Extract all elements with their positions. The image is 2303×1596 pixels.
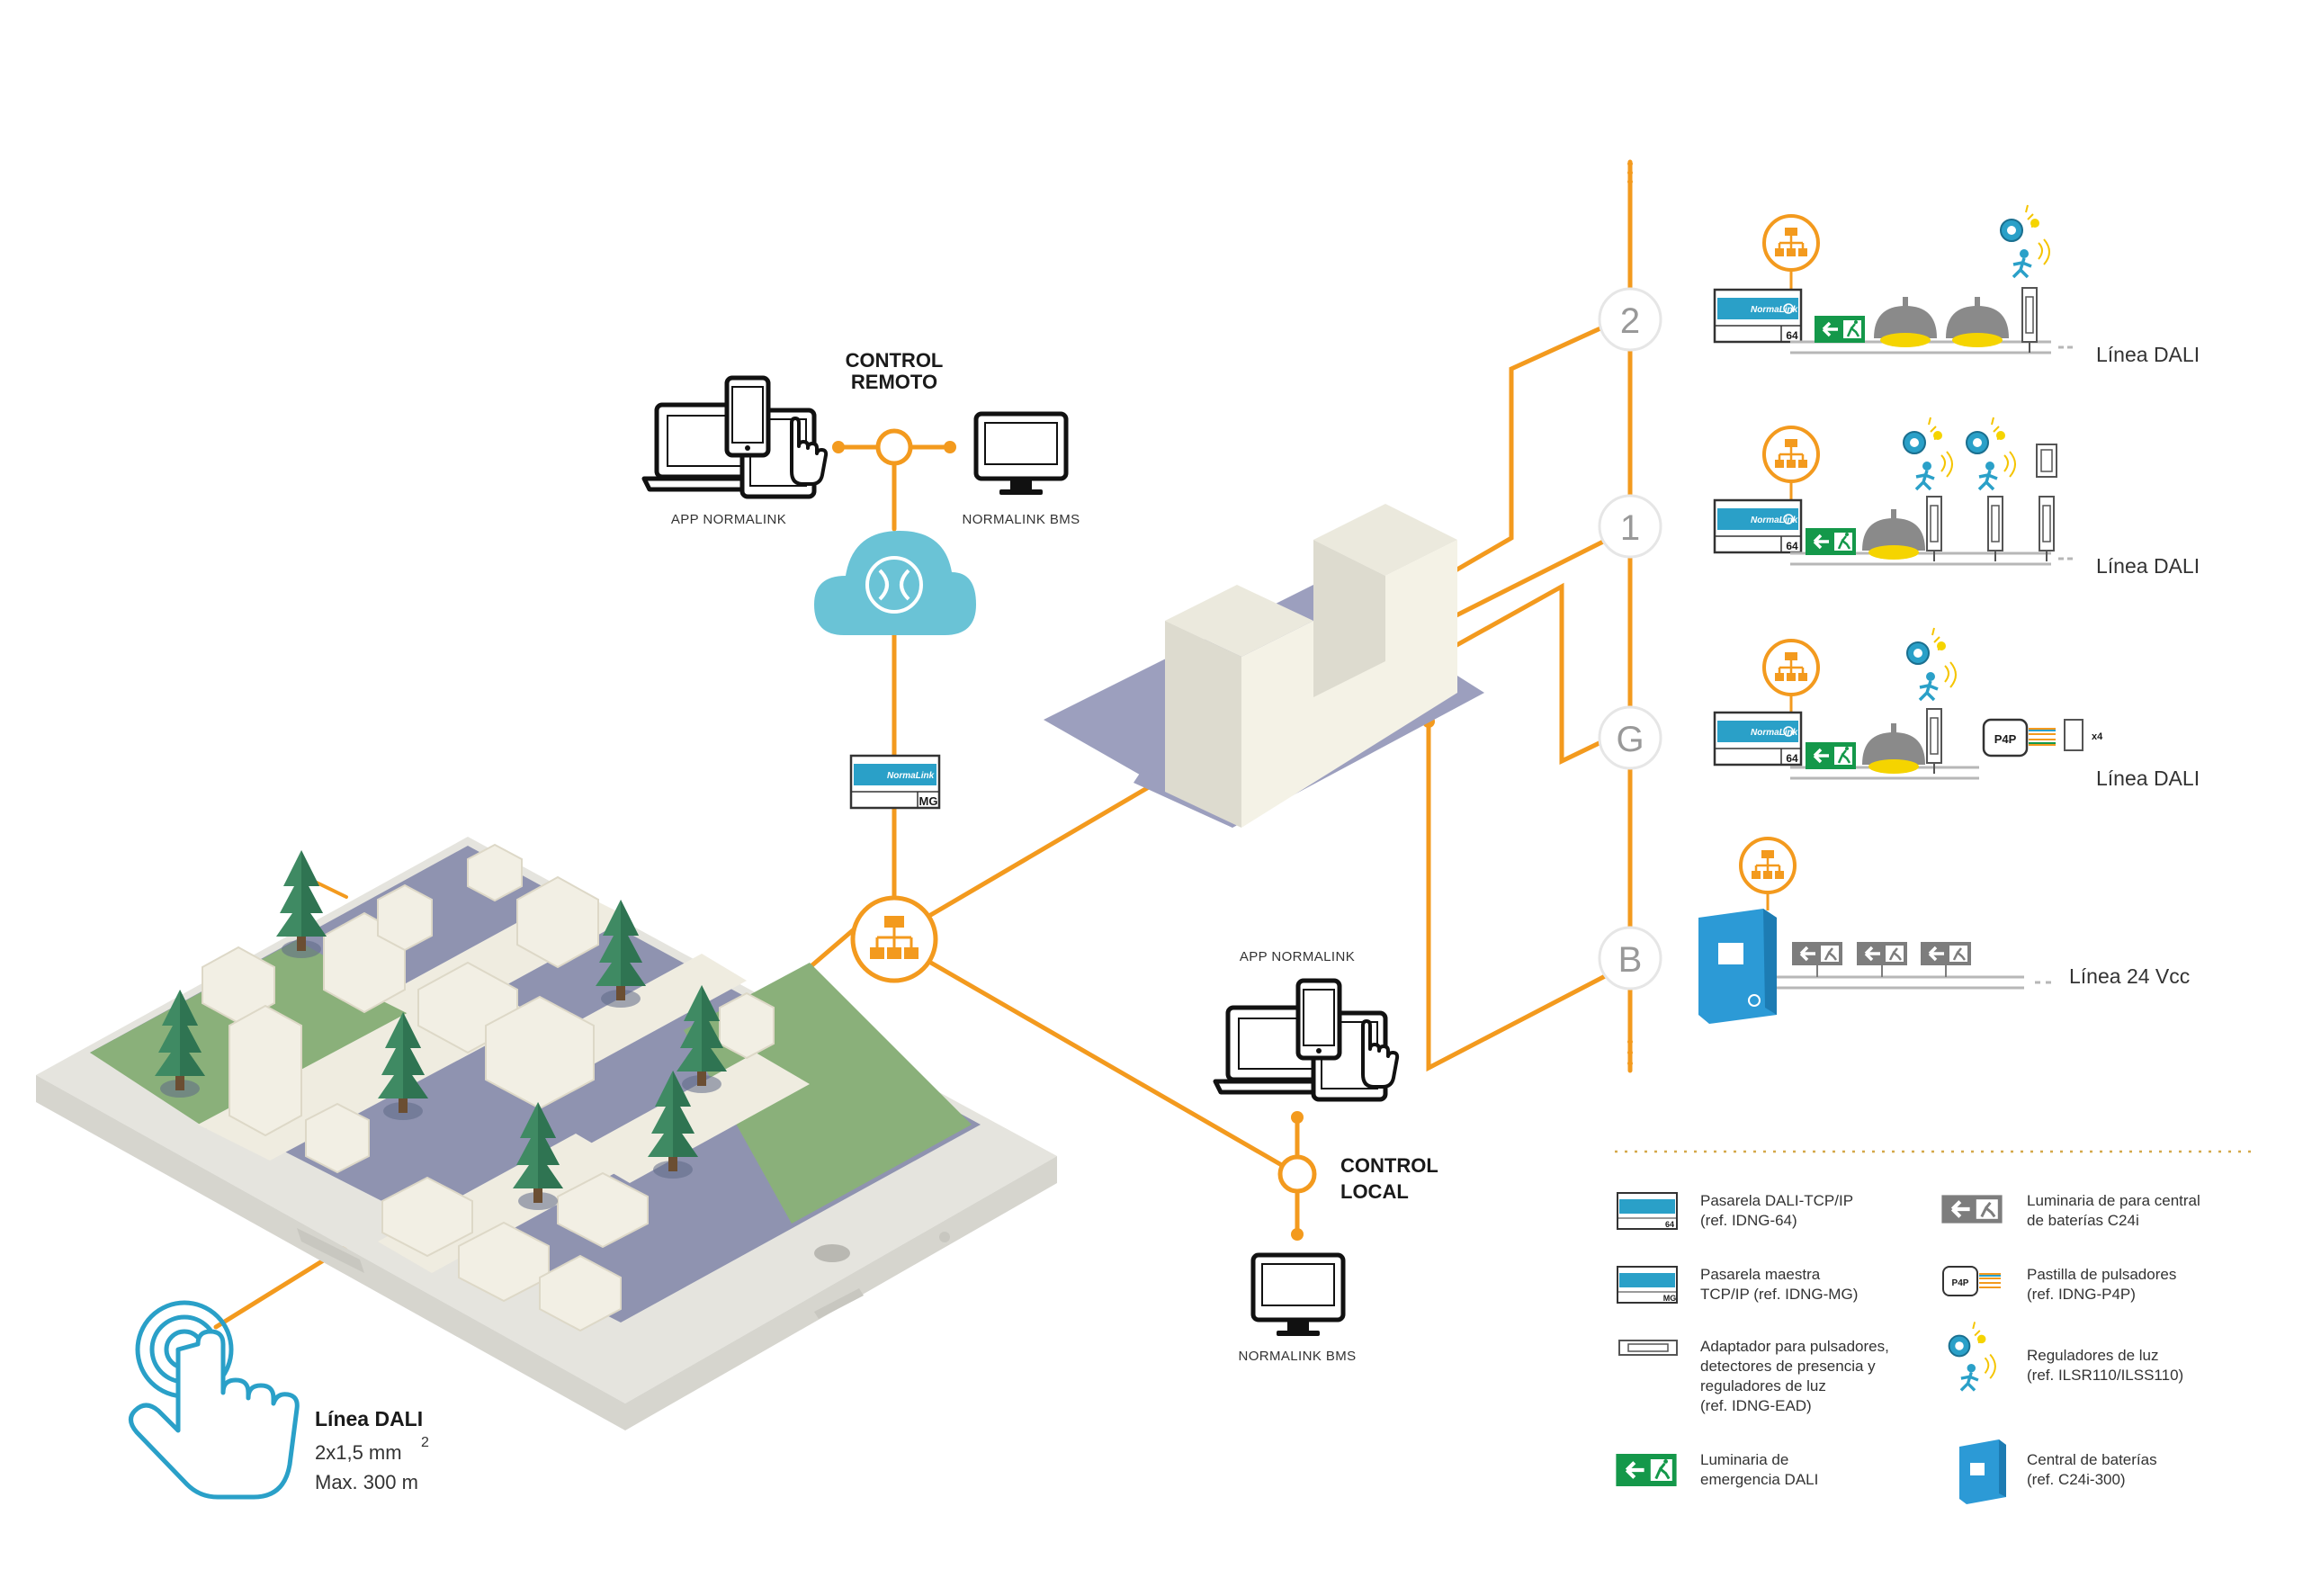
legend-regulator-icon bbox=[1947, 1320, 1997, 1393]
connection-lines bbox=[213, 159, 1633, 1330]
local-title-line2: LOCAL bbox=[1340, 1180, 1409, 1203]
floor-marker-2 bbox=[1598, 287, 1662, 352]
legend-exit-sign-icon bbox=[1616, 1454, 1676, 1486]
floor1-feed bbox=[1425, 535, 1613, 632]
svg-text:64: 64 bbox=[1786, 752, 1798, 765]
floor-marker-g bbox=[1598, 705, 1662, 770]
svg-text:P4P: P4P bbox=[1952, 1278, 1969, 1288]
legend-7-line2: (ref. C24i-300) bbox=[2027, 1471, 2126, 1488]
dali-line-info: Línea DALI 2x1,5 mm 2 Max. 300 m bbox=[315, 1407, 429, 1493]
floorG-feed bbox=[1425, 582, 1613, 765]
p4p-module: P4P x4 bbox=[1982, 718, 2103, 758]
floor-label-1: 1 bbox=[1620, 508, 1640, 548]
floor-label-g: G bbox=[1616, 720, 1644, 759]
dali-info-spec: 2x1,5 mm bbox=[315, 1441, 402, 1464]
local-bms-monitor-icon bbox=[1253, 1255, 1343, 1336]
building-illustration bbox=[1044, 504, 1484, 828]
floor-label-2: 2 bbox=[1620, 301, 1640, 341]
master-gateway-icon: NormaLink MG bbox=[849, 754, 941, 810]
floor2-feed bbox=[1425, 321, 1613, 589]
svg-text:x4: x4 bbox=[2092, 731, 2103, 742]
svg-text:MG: MG bbox=[1663, 1294, 1677, 1303]
legend: 64 Pasarela DALI-TCP/IP (ref. IDNG-64) M… bbox=[1615, 1150, 2258, 1504]
legend-1-line2: TCP/IP (ref. IDNG-MG) bbox=[1700, 1286, 1858, 1303]
floor-row-g: G 64 P4P x4 Línea DALI bbox=[1598, 626, 2200, 790]
cloud-icon bbox=[814, 531, 976, 635]
tablet-city-illustration bbox=[36, 837, 1057, 1430]
local-control-group: APP NORMALINK CONTROL LOCAL NORMALINK BM… bbox=[1215, 949, 1438, 1364]
local-bms-label: NORMALINK BMS bbox=[1238, 1349, 1356, 1364]
master-gateway-badge: MG bbox=[919, 794, 938, 808]
svg-text:64: 64 bbox=[1786, 329, 1798, 342]
local-app-label: APP NORMALINK bbox=[1240, 949, 1355, 964]
floor-row-2: 2 64 Línea DALI bbox=[1598, 203, 2200, 366]
legend-5-line2: (ref. IDNG-P4P) bbox=[2027, 1286, 2136, 1303]
legend-0-line2: (ref. IDNG-64) bbox=[1700, 1212, 1797, 1229]
dali-tcp-gateway-icon-2: 64 bbox=[1713, 288, 1803, 344]
remote-control-group: CONTROL REMOTO APP NORMALINK NORMALINK B… bbox=[644, 349, 1080, 810]
legend-7-line1: Central de baterías bbox=[2027, 1451, 2157, 1468]
remote-title-line2: REMOTO bbox=[851, 371, 937, 393]
legend-master-icon: MG bbox=[1617, 1266, 1678, 1304]
remote-node bbox=[875, 428, 913, 466]
legend-4-line1: Luminaria de para central bbox=[2027, 1192, 2200, 1209]
legend-3-line2: emergencia DALI bbox=[1700, 1471, 1818, 1488]
remote-bms-label: NORMALINK BMS bbox=[962, 512, 1080, 527]
legend-1-line1: Pasarela maestra bbox=[1700, 1266, 1821, 1283]
local-app-devices-icon bbox=[1215, 981, 1397, 1099]
legend-gateway-icon: 64 bbox=[1617, 1192, 1678, 1230]
legend-2-line2: detectores de presencia y bbox=[1700, 1358, 1876, 1375]
legend-p4p-icon: P4P bbox=[1942, 1266, 2001, 1296]
local-node bbox=[1277, 1154, 1317, 1194]
dali-info-max: Max. 300 m bbox=[315, 1471, 418, 1493]
svg-text:64: 64 bbox=[1665, 1220, 1674, 1229]
legend-4-line2: de baterías C24i bbox=[2027, 1212, 2139, 1229]
remote-app-devices-icon bbox=[644, 378, 826, 497]
legend-0-line1: Pasarela DALI-TCP/IP bbox=[1700, 1192, 1853, 1209]
dali-info-title: Línea DALI bbox=[315, 1407, 423, 1430]
dali-info-spec-sup: 2 bbox=[421, 1435, 429, 1450]
floor-row-1: 1 64 Línea DALI bbox=[1598, 416, 2200, 578]
remote-app-label: APP NORMALINK bbox=[671, 512, 786, 527]
legend-2-line3: reguladores de luz bbox=[1700, 1377, 1826, 1394]
touch-hand-icon bbox=[129, 1300, 300, 1500]
legend-battery-central-icon bbox=[1959, 1439, 2006, 1504]
network-switch-icon bbox=[850, 895, 938, 983]
svg-text:64: 64 bbox=[1786, 540, 1798, 552]
floor-line-label-b: Línea 24 Vcc bbox=[2069, 964, 2190, 988]
floor-marker-b bbox=[1598, 926, 1662, 991]
legend-adapter-icon bbox=[1618, 1340, 1678, 1356]
floor-line-label-2: Línea DALI bbox=[2096, 343, 2200, 366]
floor-marker-1 bbox=[1598, 494, 1662, 559]
battery-central-unit bbox=[1698, 909, 1777, 1024]
remote-title-line1: CONTROL bbox=[846, 349, 944, 372]
remote-bms-monitor-icon bbox=[976, 414, 1066, 495]
floor-line-label-g: Línea DALI bbox=[2096, 767, 2200, 790]
legend-6-line1: Reguladores de luz bbox=[2027, 1347, 2158, 1364]
legend-3-line1: Luminaria de bbox=[1700, 1451, 1788, 1468]
legend-6-line2: (ref. ILSR110/ILSS110) bbox=[2027, 1367, 2183, 1384]
floor-label-b: B bbox=[1618, 940, 1643, 980]
floor-row-b: B Línea 24 Vcc bbox=[1598, 837, 2190, 1024]
floorB-feed bbox=[1426, 719, 1613, 1072]
switch-to-local-line bbox=[920, 955, 1300, 1177]
dali-tcp-gateway-icon-g: 64 bbox=[1713, 711, 1803, 767]
dali-tcp-gateway-icon-1: 64 bbox=[1713, 498, 1803, 554]
svg-text:P4P: P4P bbox=[1994, 732, 2017, 746]
svg-text:NormaLink: NormaLink bbox=[887, 771, 935, 781]
legend-2-line4: (ref. IDNG-EAD) bbox=[1700, 1397, 1812, 1414]
legend-5-line1: Pastilla de pulsadores bbox=[2027, 1266, 2176, 1283]
legend-2-line1: Adaptador para pulsadores, bbox=[1700, 1338, 1889, 1355]
legend-battery-exit-icon bbox=[1941, 1195, 2002, 1223]
floor-line-label-1: Línea DALI bbox=[2096, 554, 2200, 578]
local-title-line1: CONTROL bbox=[1340, 1154, 1438, 1177]
